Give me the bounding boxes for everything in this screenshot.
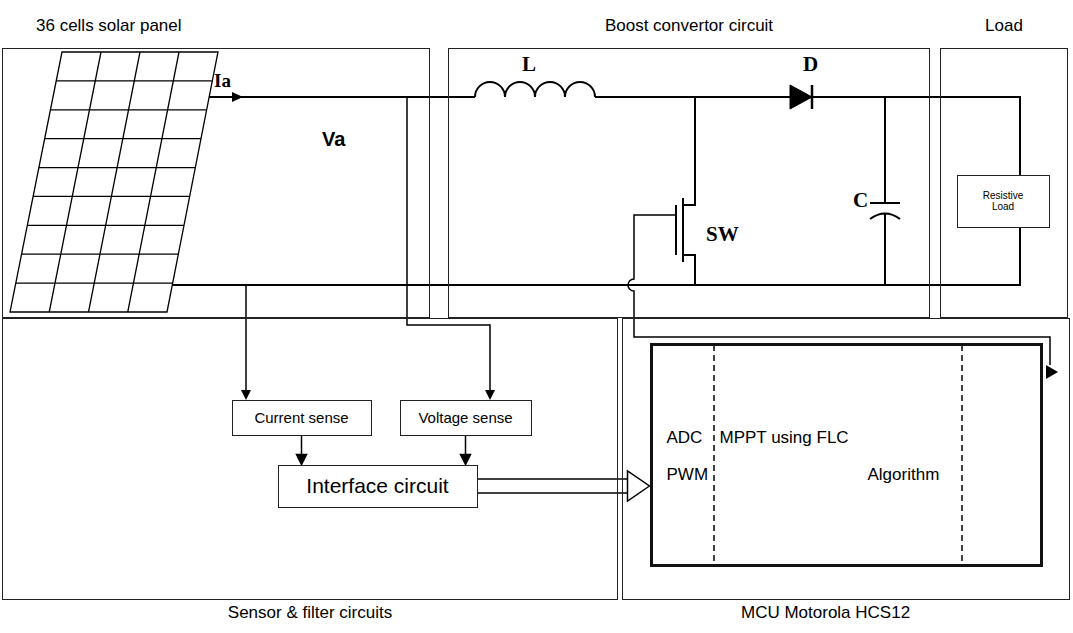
connector-line [478,478,628,480]
arrow-head [461,455,471,465]
boost-converter-section: Boost convertor circuit [448,48,930,318]
section-heading: MCU Motorola HCS12 [741,603,910,623]
signal-arrow [461,436,471,465]
signal-arrow [297,436,307,465]
section-heading: Boost convertor circuit [449,16,929,36]
component-label: Ia [214,70,231,92]
sensor-section: Sensor & filter circuitsCurrent senseVol… [2,318,618,600]
mcu-block-label: ADC [667,428,703,448]
load-box: Resistive Load [957,175,1050,228]
component-label: L [522,52,536,76]
mcu-box: ADC PWM MPPT using FLC Algorithm [650,343,1043,567]
diode-symbol [790,85,812,109]
box-label: Interface circuit [306,474,448,498]
sense-box: Voltage sense [400,400,532,436]
mcu-divider [714,345,962,565]
component-label: Va [322,128,345,151]
solar-panel-outline [10,52,218,312]
component-label: C [853,188,868,212]
pwm-output-arrow [1046,365,1058,379]
diode-bar [811,85,814,109]
solar-panel-grid [10,52,218,312]
solar-cell-columns [49,52,179,312]
sense-box: Current sense [232,400,372,436]
top-wire [209,96,475,98]
mcu-block-label: PWM [667,465,709,485]
load-section: LoadResistive Load [940,48,1068,318]
section-heading: Load [941,16,1067,36]
component-label: D [803,52,818,76]
box-label: Current sense [254,409,348,426]
bottom-wire [172,228,1020,285]
mosfet-gate [675,205,677,255]
component-label: SW [706,222,739,246]
interface-box: Interface circuit [278,465,478,508]
mcu-section: MCU Motorola HCS12ADCPWMMPPT using FLCAl… [622,318,1070,600]
inductor-symbol [475,82,595,97]
bus-arrow [478,471,650,501]
section-heading: 36 cells solar panel [36,16,182,36]
section-heading: Sensor & filter circuits [3,603,617,623]
connector-line [465,436,467,455]
sense-arrow [241,390,251,400]
current-arrow [232,92,243,102]
current-sense-wire [245,285,247,390]
box-label: Resistive Load [975,190,1031,213]
connector-line [301,436,303,455]
mcu-block-label: MPPT using FLC [720,428,849,448]
box-label: Voltage sense [418,409,512,426]
arrow-head [628,471,650,501]
mosfet-symbol [683,97,695,285]
capacitor-symbol [870,97,900,285]
connector-line [478,492,628,494]
arrow-head [297,455,307,465]
mcu-block-label: Algorithm [868,465,940,485]
sense-arrow [485,390,495,400]
power-wires [172,82,1020,285]
top-wire [595,97,1020,175]
